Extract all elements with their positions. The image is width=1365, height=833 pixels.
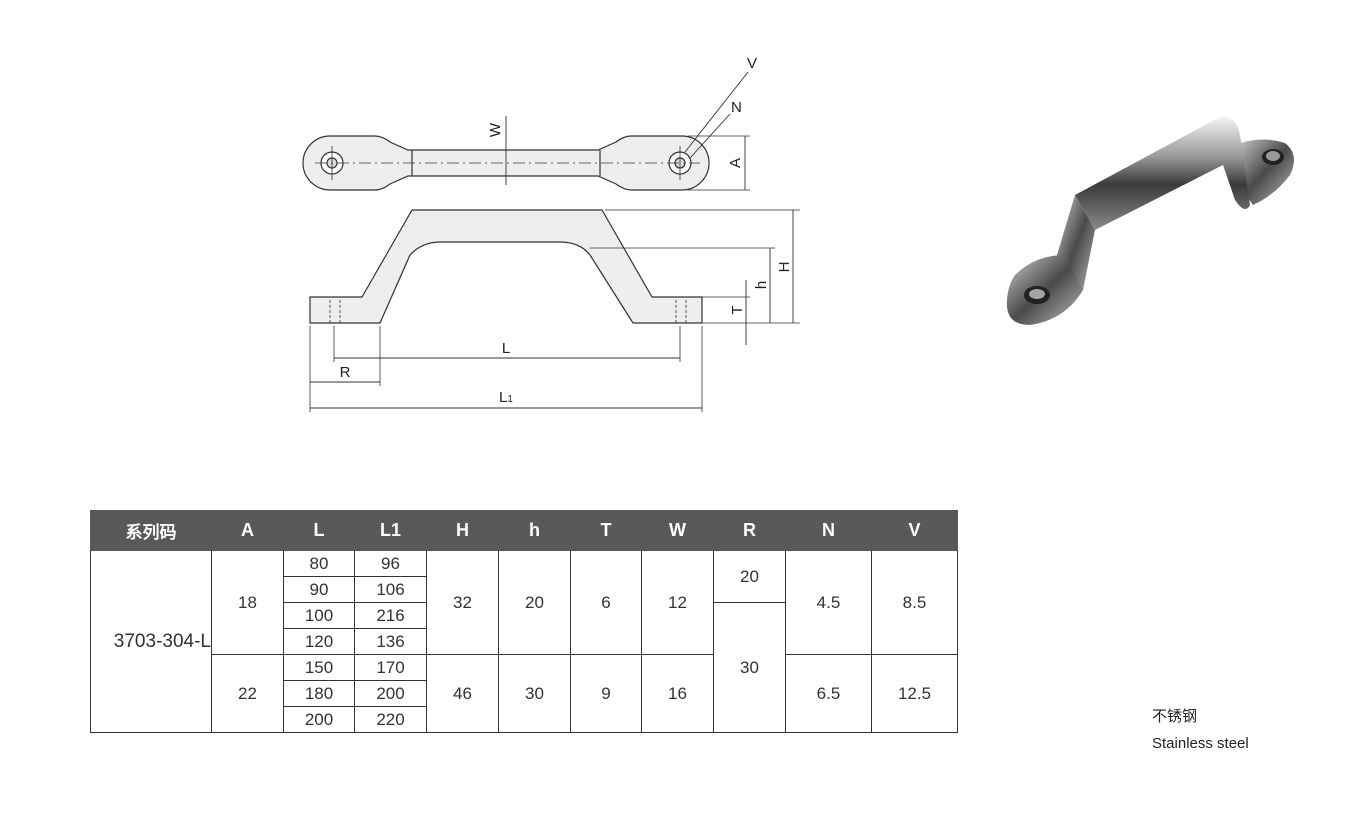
table-row: 3703-304-L 18 80 96 32 20 6 12 20 4.5 8.…: [90, 550, 958, 733]
cell-L1: 96: [354, 550, 427, 577]
label-L: L: [502, 340, 510, 357]
cell-A: 22: [211, 654, 284, 733]
cell-R: 20: [713, 550, 786, 603]
cell-R: 30: [713, 602, 786, 733]
label-L1: L1: [499, 389, 513, 406]
cell-L1: 106: [354, 576, 427, 603]
table-row: 90 106: [91, 576, 958, 603]
label-h: h: [753, 281, 770, 289]
cell-L: 80: [283, 550, 355, 577]
handle-product-photo: [1006, 116, 1294, 325]
cell-L: 180: [283, 680, 355, 707]
col-header-W: W: [641, 510, 714, 551]
table-header-row: 系列码 A L L1 H h T W R N V: [90, 510, 958, 551]
cell-N: 6.5: [785, 654, 872, 733]
cell-L1: 220: [354, 706, 427, 733]
cell-H: 32: [426, 550, 499, 655]
table-row: 120 136: [91, 628, 958, 655]
table-row: 200 220: [91, 706, 958, 733]
cell-T: 9: [570, 654, 642, 733]
material-caption: 不锈钢 Stainless steel: [1152, 702, 1249, 758]
cell-h: 30: [498, 654, 571, 733]
cell-V: 12.5: [871, 654, 958, 733]
cell-L: 150: [283, 654, 355, 681]
col-header-V: V: [871, 510, 958, 551]
cell-W: 16: [641, 654, 714, 733]
series-code-cell: 3703-304-L: [90, 550, 212, 733]
label-A: A: [727, 158, 744, 168]
cell-h: 20: [498, 550, 571, 655]
cell-L1: 216: [354, 602, 427, 629]
cell-W: 12: [641, 550, 714, 655]
col-header-H: H: [426, 510, 499, 551]
spec-table: 系列码 A L L1 H h T W R N V 3703-304-L 18 8…: [90, 510, 958, 733]
col-header-h: h: [498, 510, 571, 551]
cell-L: 200: [283, 706, 355, 733]
table-row: 22 150 170 46 30 9 16 6.5 12.5: [91, 654, 958, 733]
col-header-series: 系列码: [90, 510, 212, 551]
cell-L1: 136: [354, 628, 427, 655]
side-view-outline: [309, 209, 703, 324]
label-V: V: [747, 55, 757, 72]
cell-L: 120: [283, 628, 355, 655]
col-header-A: A: [211, 510, 284, 551]
label-H: H: [776, 262, 793, 273]
technical-drawing: V N W A H h T L R L1: [302, 55, 800, 412]
col-header-N: N: [785, 510, 872, 551]
cell-H: 46: [426, 654, 499, 733]
col-header-T: T: [570, 510, 642, 551]
material-english: Stainless steel: [1152, 735, 1249, 752]
cell-N: 4.5: [785, 550, 872, 655]
cell-L: 100: [283, 602, 355, 629]
label-N: N: [731, 99, 742, 116]
label-T: T: [729, 305, 746, 314]
cell-A: 18: [211, 550, 284, 655]
label-W: W: [487, 122, 504, 137]
col-header-L1: L1: [354, 510, 427, 551]
cell-T: 6: [570, 550, 642, 655]
table-row: 100 216 30: [91, 602, 958, 733]
cell-V: 8.5: [871, 550, 958, 655]
col-header-L: L: [283, 510, 355, 551]
col-header-R: R: [713, 510, 786, 551]
label-R: R: [340, 364, 351, 381]
cell-L1: 200: [354, 680, 427, 707]
material-chinese: 不锈钢: [1152, 707, 1198, 725]
cell-L: 90: [283, 576, 355, 603]
cell-L1: 170: [354, 654, 427, 681]
